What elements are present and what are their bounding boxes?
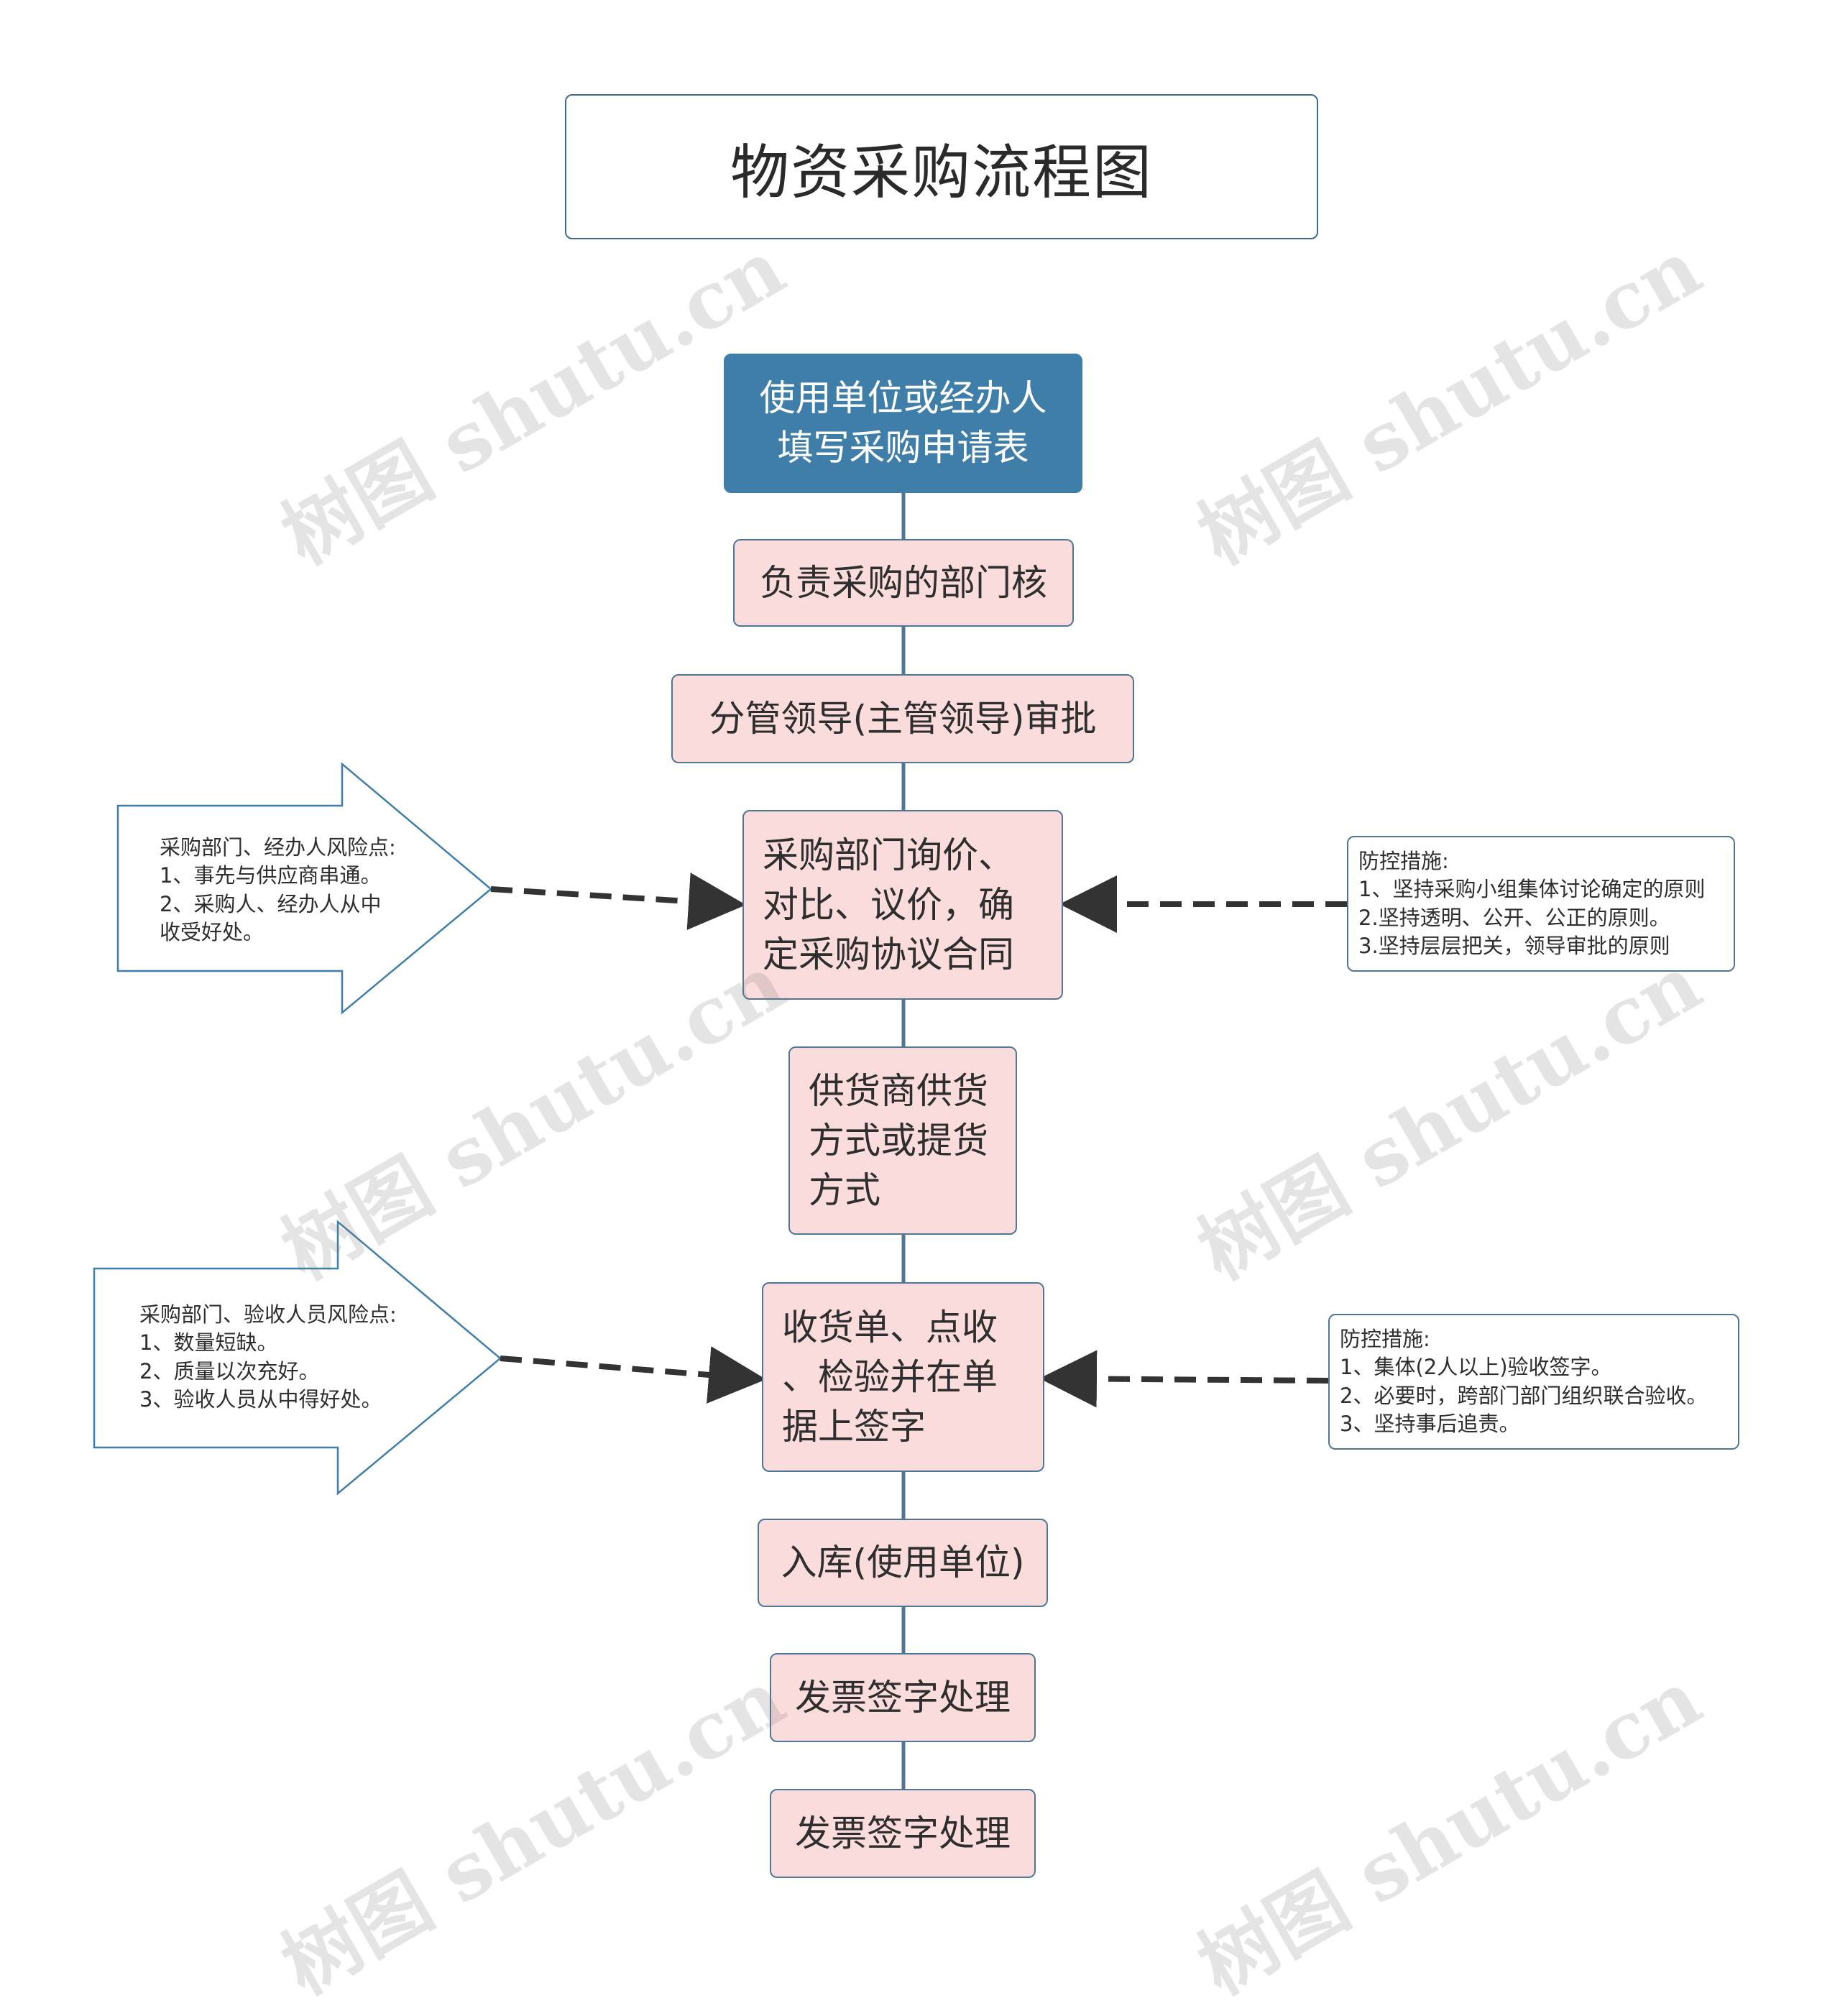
control-note-2: 防控措施: 1、集体(2人以上)验收签字。 2、必要时，跨部门部门组织联合验收。… bbox=[1328, 1314, 1739, 1450]
step-department-review-node: 负责采购的部门核 bbox=[733, 539, 1074, 627]
step-invoice-node-1: 发票签字处理 bbox=[770, 1653, 1036, 1742]
risk-arrow-shape-2 bbox=[93, 1220, 502, 1496]
diagram-title: 物资采购流程图 bbox=[565, 94, 1318, 239]
step-leader-approval-node: 分管领导(主管领导)审批 bbox=[671, 674, 1134, 763]
dashed-arrow-risk-2 bbox=[500, 1346, 766, 1404]
step-invoice-node-2: 发票签字处理 bbox=[770, 1789, 1036, 1878]
dashed-arrow-risk-1 bbox=[490, 873, 746, 930]
risk-note-1: 采购部门、经办人风险点: 1、事先与供应商串通。 2、采购人、经办人从中 收受好… bbox=[160, 835, 396, 945]
dashed-arrow-control-2 bbox=[1039, 1350, 1329, 1408]
step-supply-method-node: 供货商供货 方式或提货 方式 bbox=[788, 1046, 1017, 1235]
step-receiving-node: 收货单、点收 、检验并在单 据上签字 bbox=[762, 1282, 1044, 1472]
step-warehouse-node: 入库(使用单位) bbox=[758, 1519, 1048, 1607]
risk-arrow-shape-1 bbox=[116, 762, 492, 1015]
risk-note-2: 采购部门、验收人员风险点: 1、数量短缺。 2、质量以次充好。 3、验收人员从中… bbox=[139, 1302, 397, 1412]
step-inquiry-node: 采购部门询价、 对比、议价，确 定采购协议合同 bbox=[742, 810, 1063, 1000]
control-note-1: 防控措施: 1、坚持采购小组集体讨论确定的原则 2.坚持透明、公开、公正的原则。… bbox=[1347, 836, 1735, 972]
step-start-node: 使用单位或经办人 填写采购申请表 bbox=[724, 354, 1082, 493]
